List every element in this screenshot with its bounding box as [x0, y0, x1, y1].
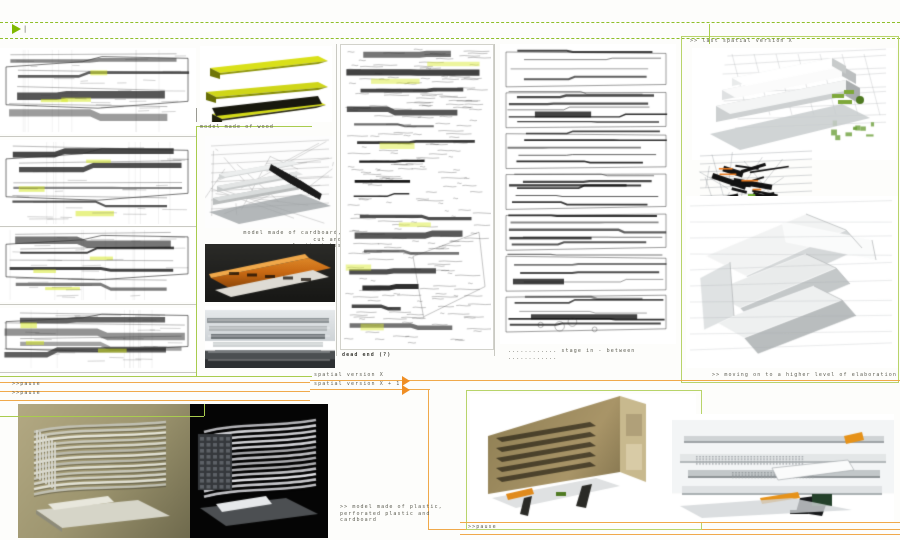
cardboard-model-photo — [205, 136, 335, 228]
stage-in-between-caption: ............ stage in - between ........… — [508, 348, 636, 361]
render-panel-frame — [681, 36, 899, 383]
header-dashed-rule-top — [0, 22, 900, 23]
sketch-divider-1 — [0, 136, 196, 137]
pencil-section-sketch-top — [0, 48, 196, 134]
pencil-section-sketch-mid — [0, 140, 196, 226]
ink-section-sketches — [500, 44, 676, 344]
render-panel-tick — [709, 24, 710, 44]
left-column-green-rule-bottom — [0, 376, 312, 377]
3d-render-elevation — [672, 414, 894, 522]
left-column-green-rule-top — [196, 126, 312, 127]
last-spatial-version-caption: >> last spatial version X — [690, 38, 793, 44]
cursor-label: | — [23, 24, 29, 33]
pause-caption-1: >>pause — [12, 381, 41, 387]
dead-end-caption: dead end (?) — [342, 352, 392, 358]
handwritten-notes-sheet — [340, 44, 494, 350]
pencil-section-sketch-lower — [0, 228, 196, 302]
sheet-divider-rule — [494, 44, 495, 356]
wood-model-caption: model made of wood — [200, 124, 274, 130]
orange-rule-spatial-x — [310, 380, 900, 381]
sheet-divider-rule-left — [336, 44, 337, 356]
wood-model-photo — [200, 46, 332, 122]
spatial-version-x1-caption: spatial version X + 1 — [314, 381, 401, 387]
tan-box-model-photo — [470, 394, 696, 524]
moving-on-caption: >> moving on to a higher level of elabor… — [712, 372, 897, 378]
pause-rule-1-bottom — [0, 400, 310, 401]
arrow-right-icon-1 — [402, 376, 410, 386]
play-icon[interactable] — [12, 24, 21, 34]
arrow-right-icon-2 — [402, 385, 410, 395]
orange-model-photo — [205, 244, 335, 302]
left-column-green-rule — [196, 126, 197, 376]
3d-render-white-massing — [686, 196, 898, 368]
pause-caption-3: >>pause — [468, 524, 497, 530]
pause-rule-3-bottom — [460, 534, 900, 535]
sketch-divider-4 — [0, 372, 196, 373]
pause-rule-3-top — [460, 522, 900, 523]
grey-render-photo — [205, 306, 335, 368]
spatial-version-x-caption: spatial version X — [314, 372, 384, 378]
3d-render-aerial — [692, 48, 896, 160]
plastic-model-caption: >> model made of plastic, perforated pla… — [340, 504, 443, 523]
layered-model-black-photo — [190, 404, 328, 538]
orange-connector-vertical — [428, 389, 429, 529]
wood-caption-leader — [196, 108, 197, 122]
orange-rule-spatial-x1 — [310, 389, 430, 390]
pause-rule-1-mid — [0, 391, 310, 392]
sketch-divider-2 — [0, 226, 196, 227]
model-photo-green-tick — [204, 404, 205, 416]
layered-model-olive-photo — [18, 404, 190, 538]
header-dashed-rule-bottom — [0, 38, 900, 39]
pause-rule-1-top — [0, 382, 310, 383]
model-photo-green-rule — [0, 416, 204, 417]
pause-caption-2: >>pause — [12, 390, 41, 396]
sketch-divider-3 — [0, 304, 196, 305]
play-control[interactable]: | — [12, 24, 28, 34]
pencil-section-sketch-bottom — [0, 308, 196, 370]
